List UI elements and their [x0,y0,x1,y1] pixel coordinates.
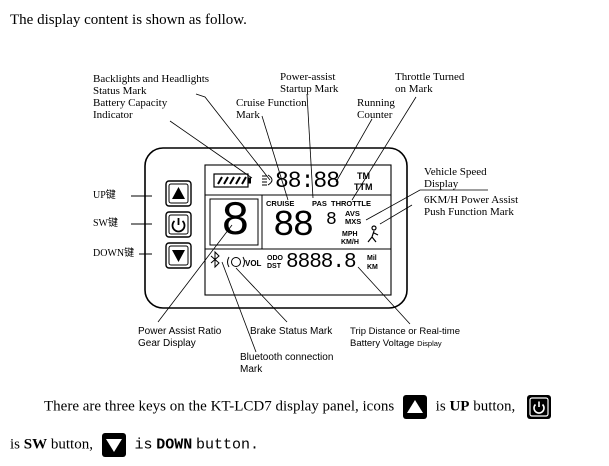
keys-description-line-1: There are three keys on the KT-LCD7 disp… [44,395,556,419]
battery-icon [213,173,251,188]
speed-digits: 88 [273,205,314,246]
running-counter-digits: 88:88 [275,168,340,194]
vol-label: VOL [245,259,262,268]
callout-gear: Power Assist Ratio Gear Display [138,326,222,349]
down-key-inline-icon [101,433,126,457]
ttm-label: TTM [354,182,373,192]
brake-icon [227,256,245,268]
mph-label: MPH [342,231,358,238]
cruise-label: CRUISE [266,199,295,208]
gear-digit: 8 [221,195,250,249]
mxs-label: MXS [345,217,362,226]
power-icon [171,220,186,233]
heading: The display content is shown as follow. [10,12,247,28]
up-key-label: UP键 [93,190,116,201]
throttle-label: THROTTLE [331,199,371,208]
callout-power-assist-startup: Power-assist Startup Mark [280,71,339,95]
down-key-label: DOWN键 [93,248,135,259]
bluetooth-icon [210,250,220,269]
sw-key-label: SW键 [93,218,118,229]
callout-battery: Battery Capacity Indicator [93,97,168,121]
callout-bluetooth: Bluetooth connection Mark [240,352,334,375]
kmh-label: KM/H [341,239,359,246]
odo-label: ODO [267,255,283,262]
up-key-inline-icon [402,395,427,419]
callout-running-counter: Running Counter [357,97,395,121]
callout-push-assist: 6KM/H Power Assist Push Function Mark [424,194,519,218]
walk-assist-icon [367,225,379,243]
speed-decimal-digit: 8 [326,210,337,230]
callout-vehicle-speed: Vehicle Speed Display [424,166,487,190]
callout-trip-distance: Trip Distance or Real-time Battery Volta… [350,326,460,349]
km-label: KM [367,264,378,271]
sw-key [165,211,192,238]
callout-backlight: Backlights and Headlights Status Mark [93,73,210,97]
keys-description-line-2: is SW button, is DOWN button. [10,433,259,457]
pas-label: PAS [312,199,327,208]
distance-digits: 8888.8 [286,251,357,274]
triangle-up-icon [172,187,185,199]
headlight-icon [262,174,273,186]
dst-label: DST [267,263,281,270]
callout-cruise: Cruise Function Mark [236,97,307,121]
avs-label: AVS [345,209,360,218]
triangle-down-icon [172,250,185,262]
tm-label: TM [357,171,370,181]
mil-label: Mil [367,255,377,262]
sw-key-inline-icon [527,395,552,419]
callout-brake: Brake Status Mark [250,326,333,337]
down-key [165,242,192,269]
callout-throttle: Throttle Turned on Mark [395,71,465,95]
up-key [165,180,192,207]
